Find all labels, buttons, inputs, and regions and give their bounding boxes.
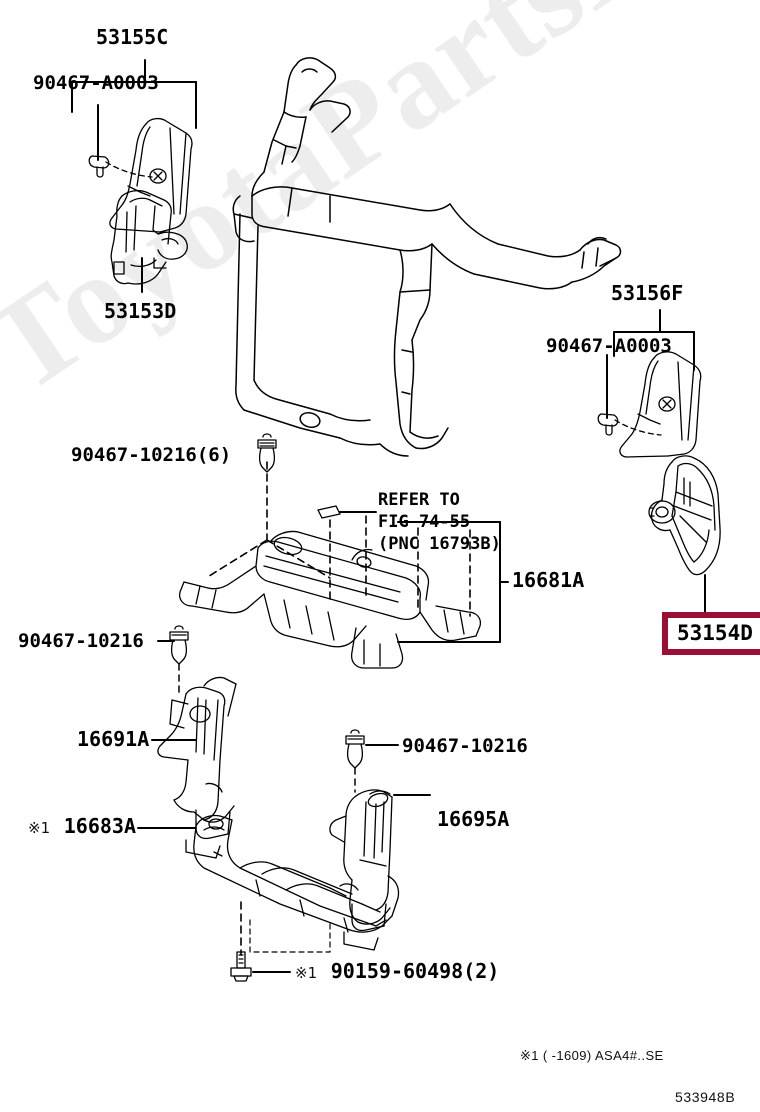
label-53156F: 53156F (611, 281, 684, 305)
leader-16681A (397, 521, 509, 643)
label-refer-to-line1: REFER TO (378, 490, 460, 510)
label-refer-to-line2: FIG 74-55 (378, 511, 471, 532)
diagram-footnote: ※1 ( -1609) ASA4#..SE (520, 1048, 664, 1063)
footnote-mark-90159: ※1 (295, 964, 318, 982)
part-53156F (619, 351, 702, 458)
clip-connector-53155C (105, 161, 153, 178)
leader-53156F (613, 309, 695, 371)
label-53155C: 53155C (96, 25, 169, 49)
refer-to-tab (317, 505, 341, 519)
leader-53155C (71, 59, 197, 129)
part-16681A (178, 530, 482, 669)
part-radiator-support-frame (232, 57, 622, 457)
label-53154D-highlighted[interactable]: 53154D (662, 612, 760, 655)
label-16683A: 16683A (63, 814, 137, 838)
clip-90467-10216-right (345, 729, 365, 769)
label-90159-60498-wrap: ※1 90159-60498(2) (295, 959, 500, 984)
label-16691A: 16691A (77, 727, 150, 751)
label-90467-A0003-left: 90467-A0003 (33, 72, 159, 94)
label-53153D: 53153D (104, 299, 177, 323)
clip-90467-10216-upper (257, 433, 277, 473)
label-90467-10216-upper: 90467-10216(6) (71, 444, 232, 466)
part-16695A (329, 789, 393, 951)
label-refer-to-line3: (PNC 16793B) (378, 533, 501, 554)
label-16681A: 16681A (512, 568, 585, 592)
label-16695A: 16695A (437, 807, 510, 831)
bolt-90159-60498 (230, 951, 252, 982)
dashed-seal-outline (249, 919, 331, 953)
part-53155C (109, 117, 193, 233)
label-90467-A0003-right: 90467-A0003 (546, 335, 672, 357)
label-16683A-wrap: ※1 16683A (28, 814, 137, 839)
footnote-mark-16683A: ※1 (28, 819, 51, 837)
part-53153D (110, 189, 188, 285)
assembly-dashed-lines (205, 461, 471, 617)
clip-connector-53156F (614, 419, 662, 436)
label-90467-10216-right: 90467-10216 (402, 735, 528, 757)
part-16691A (157, 676, 237, 859)
diagram-figure-id: 533948B (675, 1089, 736, 1105)
label-90467-10216-left: 90467-10216 (18, 630, 144, 652)
clip-90467-A0003-right (597, 413, 619, 436)
part-16683A (193, 814, 400, 933)
clip-90467-A0003-left (88, 155, 110, 178)
label-90159-60498: 90159-60498(2) (330, 959, 500, 983)
part-53154D (648, 455, 721, 576)
clip-90467-10216-left (169, 625, 189, 665)
